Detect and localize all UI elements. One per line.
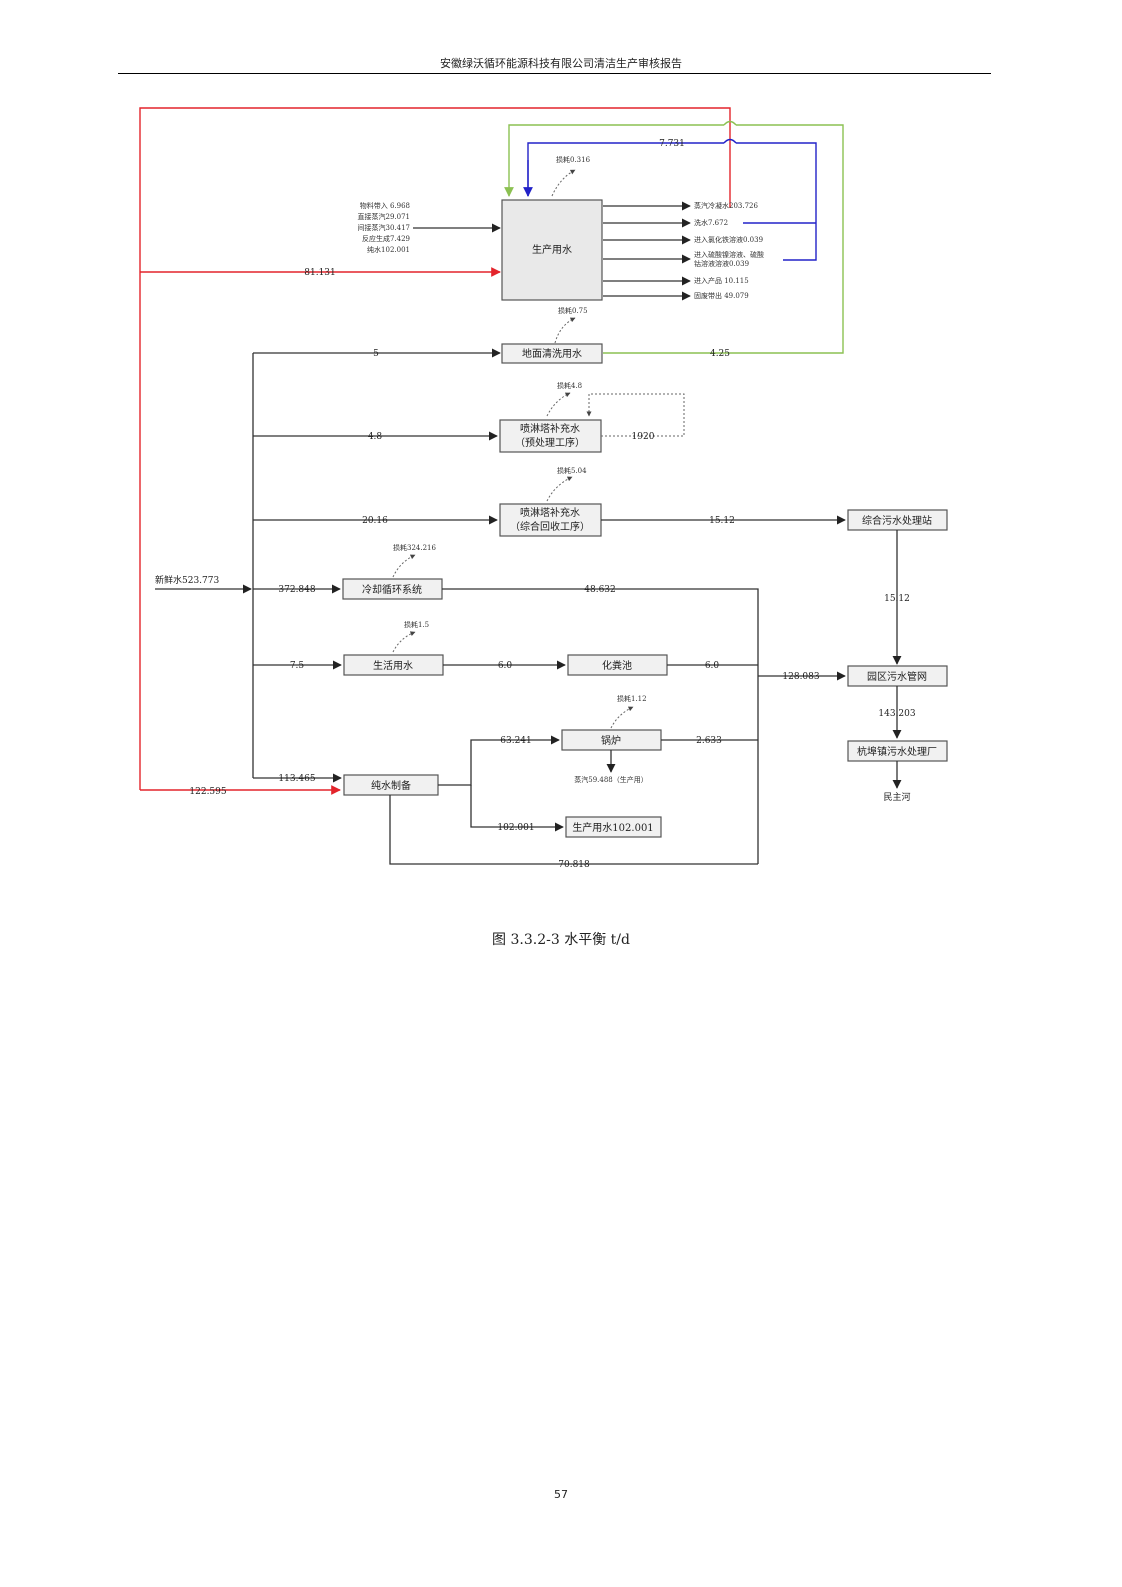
loss-label: 损耗1.5 [404,620,429,629]
output-label: 进入硫酸镍溶液、硫酸 [694,250,764,259]
loss-arrow [551,169,576,197]
svg-text:4.8: 4.8 [368,432,383,442]
header-rule [118,73,991,74]
svg-text:化粪池: 化粪池 [602,659,632,672]
svg-text:128.083: 128.083 [782,672,819,682]
svg-text:生产用水102.001: 生产用水102.001 [572,821,653,834]
svg-text:生活用水: 生活用水 [373,659,413,672]
svg-text:5: 5 [373,349,379,359]
svg-text:6.0: 6.0 [705,661,720,671]
loss-arrow [546,392,571,417]
green-recycle-line [509,124,844,354]
loss-arrow [554,317,576,344]
svg-text:综合污水处理站: 综合污水处理站 [862,514,932,527]
svg-text:6.0: 6.0 [498,661,513,671]
svg-text:102.001: 102.001 [497,823,534,833]
loss-label: 损耗324.216 [393,543,436,552]
production-outputs: 蒸汽冷凝水203.726 洗水7.672 进入氯化铁溶液0.039 进入硫酸镍溶… [603,201,764,301]
svg-text:113.465: 113.465 [278,774,315,784]
output-label: 进入产品 10.115 [694,276,749,285]
loss-arrow [392,554,416,578]
svg-text:1920: 1920 [632,432,655,442]
red-recycle-lines [139,107,731,795]
loss-label: 损耗5.04 [557,466,587,475]
svg-text:园区污水管网: 园区污水管网 [867,670,927,683]
loss-arrow [610,706,634,729]
svg-text:143.203: 143.203 [878,709,915,719]
loss-label: 损耗1.12 [617,694,647,703]
loss-label: 损耗0.75 [558,306,588,315]
input-label: 直接蒸汽29.071 [358,212,411,221]
svg-text:48.632: 48.632 [584,585,616,595]
production-water-label: 生产用水 [532,243,572,256]
svg-text:122.595: 122.595 [189,787,226,797]
svg-text:70.818: 70.818 [558,860,590,870]
minzhu-river-label: 民主河 [883,791,910,803]
svg-text:7.731: 7.731 [659,139,685,149]
floor-cleaning-box [501,343,603,364]
loss-arrow [392,631,416,653]
spray-recirculation-loop [586,393,685,437]
production-water-supply-box [565,816,662,838]
svg-text:20.16: 20.16 [362,516,388,526]
loss-label: 损耗0.316 [556,155,591,164]
svg-text:喷淋塔补充水: 喷淋塔补充水 [520,506,580,519]
output-label: 进入氯化铁溶液0.039 [694,235,763,244]
steam-output-label: 蒸汽59.488（生产用） [574,775,648,784]
svg-text:锅炉: 锅炉 [601,735,621,747]
input-label: 物料带入 6.968 [360,201,410,210]
production-water-box [501,199,603,301]
svg-text:15.12: 15.12 [709,516,735,526]
production-inputs: 物料带入 6.968 直接蒸汽29.071 间接蒸汽30.417 反应生成7.4… [358,201,501,254]
svg-text:（预处理工序）: （预处理工序） [515,436,585,449]
svg-text:372.848: 372.848 [278,585,315,595]
blue-recycle-lines [523,138,817,261]
fresh-water-label: 新鲜水523.773 [155,574,219,586]
svg-text:4.25: 4.25 [710,349,730,359]
svg-text:纯水制备: 纯水制备 [371,779,411,792]
svg-text:喷淋塔补充水: 喷淋塔补充水 [520,422,580,435]
page-number: 57 [554,1488,568,1501]
page-header: 安徽绿沃循环能源科技有限公司清洁生产审核报告 [440,57,682,70]
svg-text:地面清洗用水: 地面清洗用水 [522,347,582,360]
svg-text:7.5: 7.5 [290,661,305,671]
input-label: 纯水102.001 [367,245,410,254]
output-label: 洗水7.672 [694,218,728,227]
input-label: 反应生成7.429 [362,234,410,243]
svg-text:63.241: 63.241 [500,736,532,746]
figure-caption: 图 3.3.2-3 水平衡 t/d [492,932,630,948]
svg-text:81.131: 81.131 [304,268,336,278]
svg-text:（综合回收工序）: （综合回收工序） [510,520,590,533]
input-label: 间接蒸汽30.417 [358,223,411,232]
svg-text:15.12: 15.12 [884,594,910,604]
output-label: 钴溶液溶液0.039 [694,259,749,268]
output-label: 固废带出 49.079 [694,291,749,300]
svg-text:2.633: 2.633 [696,736,722,746]
loss-label: 损耗4.8 [557,381,582,390]
output-label: 蒸汽冷凝水203.726 [694,201,758,210]
svg-text:杭埠镇污水处理厂: 杭埠镇污水处理厂 [857,745,937,758]
water-balance-diagram: 生产用水 物料带入 6.968 直接蒸汽29.071 间接蒸汽30.417 反应… [139,107,948,870]
loss-arrow [546,476,573,502]
svg-text:冷却循环系统: 冷却循环系统 [362,583,422,596]
